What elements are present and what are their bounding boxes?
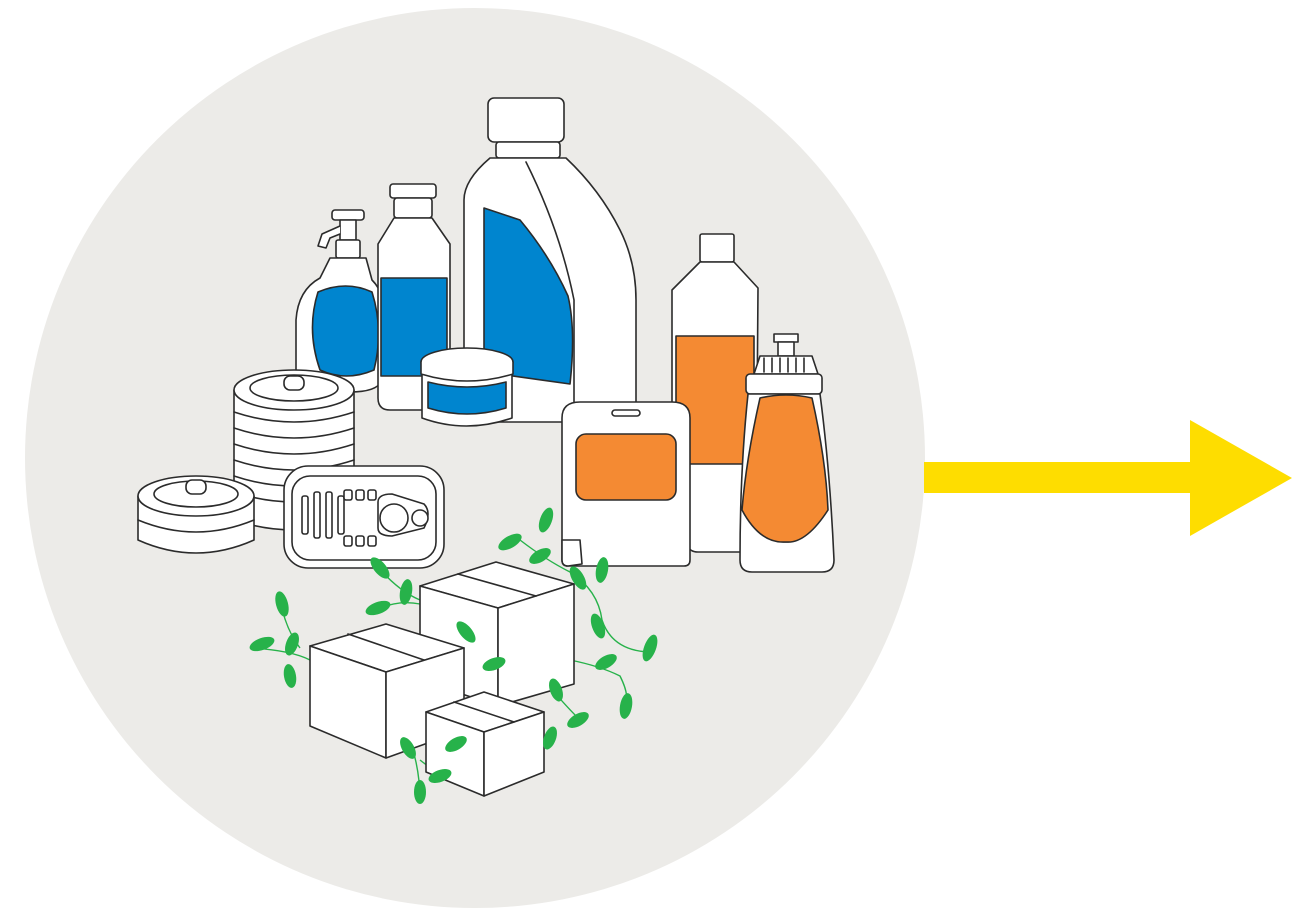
sports-bottle xyxy=(739,333,835,573)
blister-pack xyxy=(283,465,445,569)
cream-jar xyxy=(420,347,514,427)
leaves xyxy=(249,507,658,804)
hang-tab-pack xyxy=(561,401,691,567)
arrow-right-icon xyxy=(924,420,1292,536)
pump-bottle xyxy=(295,209,388,393)
short-can xyxy=(137,475,255,554)
background-circle xyxy=(25,8,925,908)
cardboard-boxes xyxy=(309,561,575,797)
